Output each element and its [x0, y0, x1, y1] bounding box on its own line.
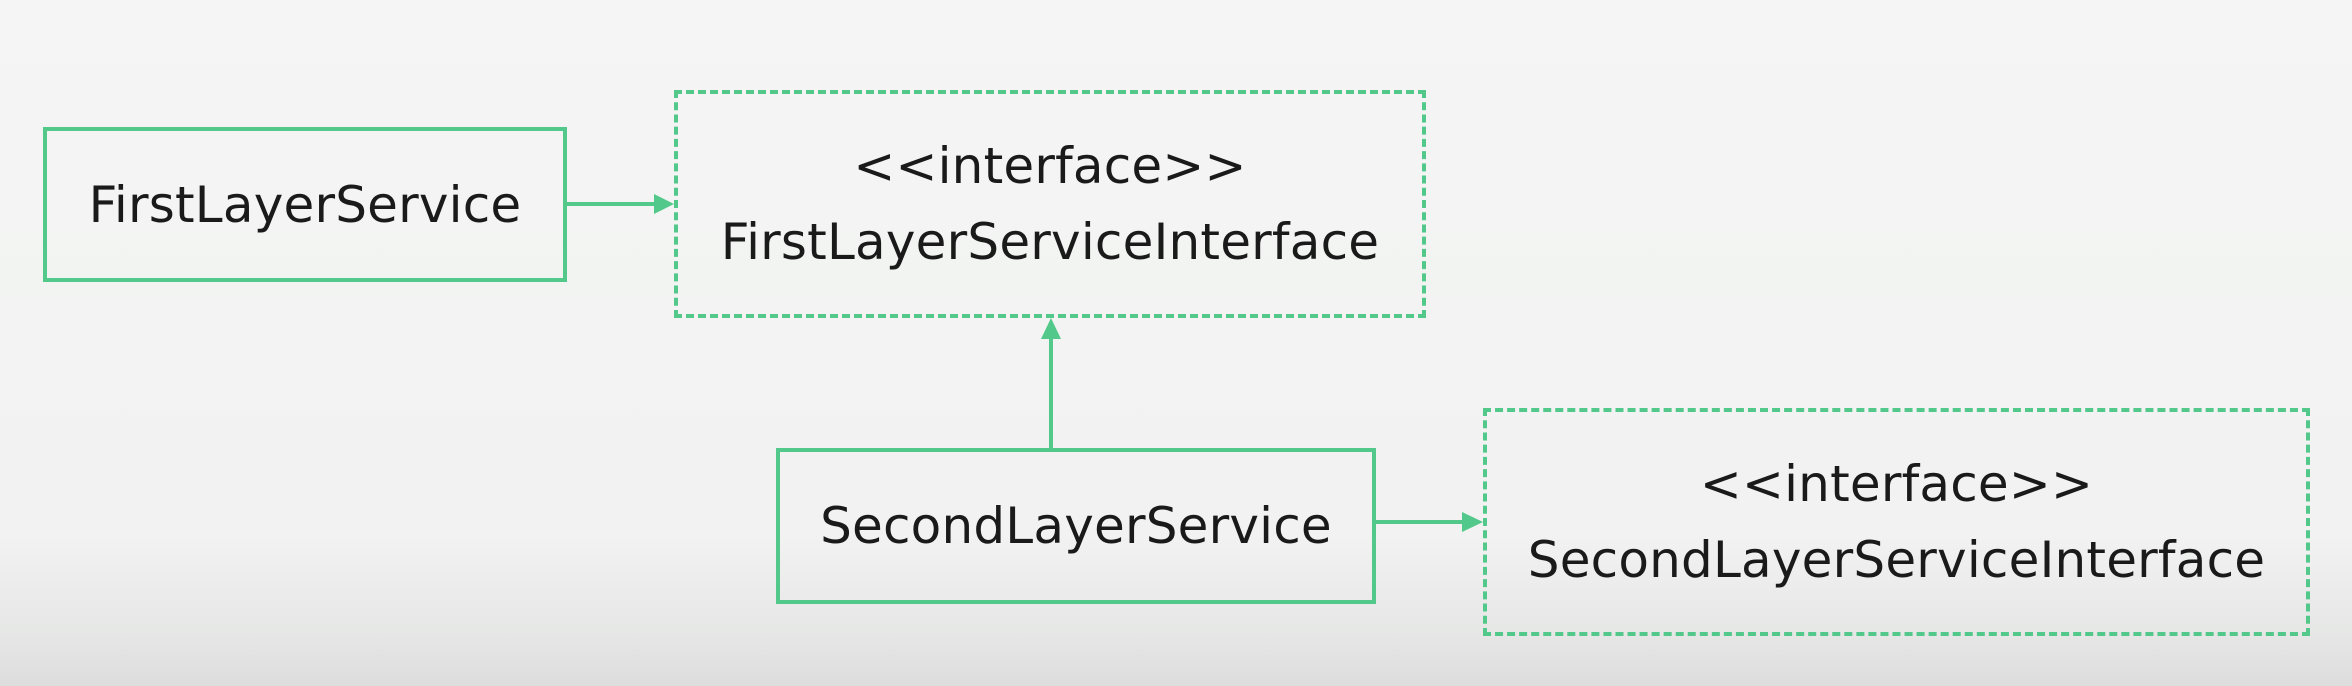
arrowhead-second-interface — [1462, 512, 1483, 532]
second-interface-stereotype: <<interface>> — [1699, 455, 2094, 513]
arrowhead-first-interface — [654, 194, 674, 214]
second-layer-service-interface-box: <<interface>> SecondLayerServiceInterfac… — [1483, 408, 2310, 636]
first-interface-stereotype: <<interface>> — [853, 137, 1247, 195]
first-interface-label: FirstLayerServiceInterface — [720, 213, 1380, 271]
first-layer-service-box: FirstLayerService — [43, 127, 567, 282]
arrowhead-first-interface-bottom — [1041, 318, 1061, 339]
first-layer-service-interface-box: <<interface>> FirstLayerServiceInterface — [674, 90, 1426, 318]
first-layer-service-label: FirstLayerService — [88, 175, 522, 234]
second-layer-service-label: SecondLayerService — [820, 497, 1332, 555]
second-layer-service-box: SecondLayerService — [776, 448, 1376, 604]
second-interface-label: SecondLayerServiceInterface — [1527, 531, 2266, 589]
